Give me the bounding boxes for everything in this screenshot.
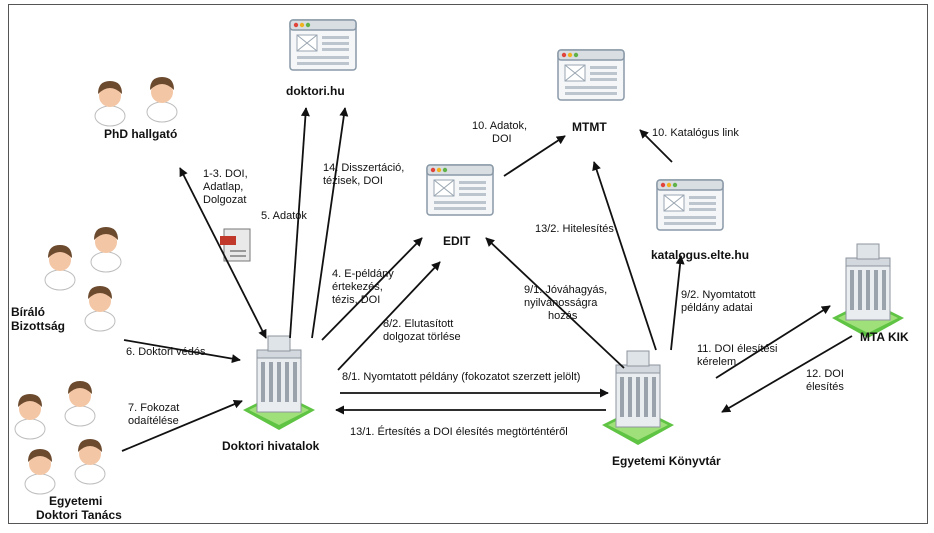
council-member-avatar-icon xyxy=(74,438,106,485)
university-library-label: Egyetemi Könyvtár xyxy=(612,454,721,468)
doctoral-offices-building-icon xyxy=(242,335,316,431)
council-label-line2: Doktori Tanács xyxy=(36,508,122,522)
reviewer-avatar-icon xyxy=(44,244,76,291)
mtmt-webpage-icon xyxy=(557,49,625,101)
edge-label-5: 5. Adatok xyxy=(261,210,307,222)
doctoral-offices-label: Doktori hivatalok xyxy=(222,439,320,453)
edge-label-10: 10. Adatok,DOI xyxy=(472,120,528,145)
arrow-11-doi-elesitesi xyxy=(715,305,831,379)
mta-kik-building-icon xyxy=(831,243,905,339)
edge-label-13-1: 13/1. Értesítés a DOI élesítés megtörtén… xyxy=(350,426,568,438)
edge-label-6: 6. Doktori védés xyxy=(126,346,206,358)
arrow-7-fokozat xyxy=(121,399,243,452)
diagram-frame xyxy=(8,4,928,524)
phd-student-female-avatar-icon xyxy=(146,76,178,123)
arrow-13-2-hitelesites xyxy=(592,161,657,351)
reviewer-avatar-icon xyxy=(84,285,116,332)
edit-webpage-icon xyxy=(426,164,494,216)
arrow-9-2-nyomtatott-adatai xyxy=(670,255,685,351)
arrow-10-adatok-doi xyxy=(503,135,566,177)
catalog-webpage-icon xyxy=(656,179,724,231)
edit-label: EDIT xyxy=(443,234,471,248)
council-member-avatar-icon xyxy=(14,393,46,440)
council-member-avatar-icon xyxy=(64,380,96,427)
council-label-line1: Egyetemi xyxy=(49,494,103,508)
doktori-hu-webpage-icon xyxy=(289,19,357,71)
phd-student-label: PhD hallgató xyxy=(104,127,178,141)
doktori-hu-label: doktori.hu xyxy=(286,84,345,98)
arrow-1-3-doi-adatlap xyxy=(179,167,267,339)
arrow-4-e-peldany xyxy=(321,237,423,341)
arrow-10-katalogus-link xyxy=(639,129,673,163)
arrow-9-1-jovahagyas xyxy=(485,237,625,369)
arrow-14-disszertacio xyxy=(311,107,349,339)
edge-label-13-2: 13/2. Hitelesítés xyxy=(535,223,614,235)
mta-kik-label: MTA KIK xyxy=(860,330,909,344)
edge-label-8-1: 8/1. Nyomtatott példány (fokozatot szerz… xyxy=(342,371,581,383)
mtmt-label: MTMT xyxy=(572,120,607,134)
arrow-5-adatok xyxy=(289,107,310,339)
arrow-8-2-elutasitott xyxy=(337,261,441,371)
arrow-12-doi-elesites xyxy=(721,335,853,413)
university-library-building-icon xyxy=(601,350,675,446)
phd-student-male-avatar-icon xyxy=(94,80,126,127)
reviewers-label-line2: Bizottság xyxy=(11,319,65,333)
arrow-6-doktori-vedes xyxy=(123,339,241,364)
edge-label-1-3: 1-3. DOI,Adatlap,Dolgozat xyxy=(203,168,248,206)
reviewers-label-line1: Bíráló xyxy=(11,305,46,319)
catalog-label: katalogus.elte.hu xyxy=(651,248,750,262)
edge-label-10-catalog: 10. Katalógus link xyxy=(652,127,739,139)
reviewer-avatar-icon xyxy=(90,226,122,273)
edge-label-14: 14. Disszertáció,tézisek, DOI xyxy=(323,162,405,187)
council-member-avatar-icon xyxy=(24,448,56,495)
